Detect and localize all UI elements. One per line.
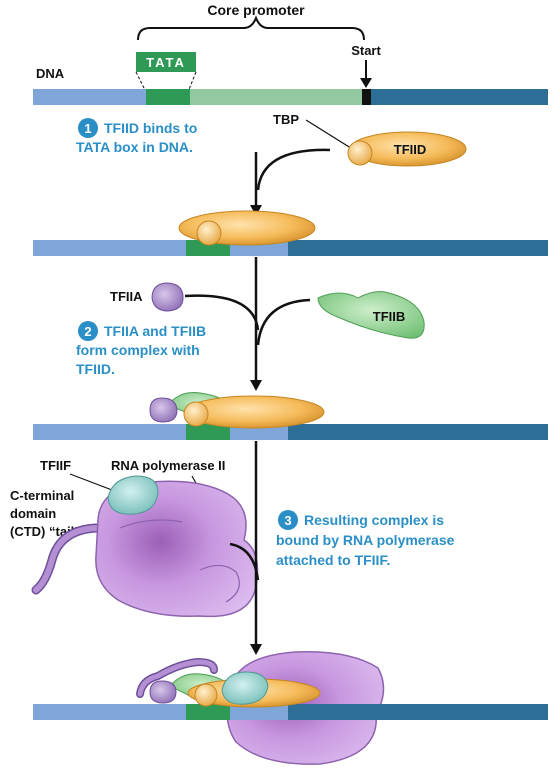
- dna-strand-4: [33, 704, 548, 720]
- tfiif-floating: [107, 475, 159, 515]
- step-1-number: 1: [84, 121, 91, 136]
- step-2-badge: [78, 321, 98, 341]
- tfiia-floating: [151, 282, 184, 312]
- tfiid-bound-1: [178, 210, 316, 246]
- tfiia-label: TFIIA: [110, 289, 143, 304]
- core-promoter-label: Core promoter: [207, 2, 305, 18]
- core-promoter-bracket: [137, 15, 365, 41]
- flow-arrow-1: [250, 148, 331, 216]
- step-3-line-1: Resulting complex is: [304, 512, 444, 528]
- final-complex: [136, 657, 321, 708]
- step-1-line-1: TFIID binds to: [104, 120, 197, 136]
- tfiif-label: TFIIF: [40, 458, 71, 473]
- rna-polymerase-floating: [31, 480, 259, 618]
- tfiid-label: TFIID: [394, 142, 427, 157]
- tfiif-pointer: [69, 473, 113, 491]
- step-2-line-2: form complex with: [76, 342, 200, 358]
- dna-strand-3: [33, 424, 548, 440]
- step-3-number: 3: [284, 513, 291, 528]
- tfiib-floating: [317, 291, 425, 339]
- step-2-line-1: TFIIA and TFIIB: [104, 323, 206, 339]
- dna-strand-2: [33, 240, 548, 256]
- step-3-line-2: bound by RNA polymerase: [276, 532, 455, 548]
- tfiid-floating: [347, 131, 467, 167]
- ctd-label-line-2: domain: [10, 506, 56, 521]
- flow-arrow-2: [184, 257, 311, 391]
- tfiid-complex-2: [149, 392, 325, 429]
- step-1-line-2: TATA box in DNA.: [76, 139, 193, 155]
- tbp-label-1: TBP: [273, 112, 299, 127]
- tata-box-callout: [135, 52, 197, 93]
- step-2-number: 2: [84, 324, 91, 339]
- flow-arrow-3: [229, 441, 262, 655]
- tata-label: TATA: [146, 55, 186, 70]
- tbp-pointer: [305, 119, 355, 151]
- ctd-label-line-1: C-terminal: [10, 488, 74, 503]
- dna-strand-1: [33, 89, 548, 105]
- dna-label: DNA: [36, 66, 65, 81]
- start-arrow: [360, 60, 372, 88]
- step-3-badge: [278, 510, 298, 530]
- start-label: Start: [351, 43, 381, 58]
- step-1-badge: [78, 118, 98, 138]
- step-2-line-3: TFIID.: [76, 361, 115, 377]
- tfiib-label: TFIIB: [373, 309, 406, 324]
- rna-pol-label: RNA polymerase II: [111, 458, 225, 473]
- step-3-line-3: attached to TFIIF.: [276, 552, 390, 568]
